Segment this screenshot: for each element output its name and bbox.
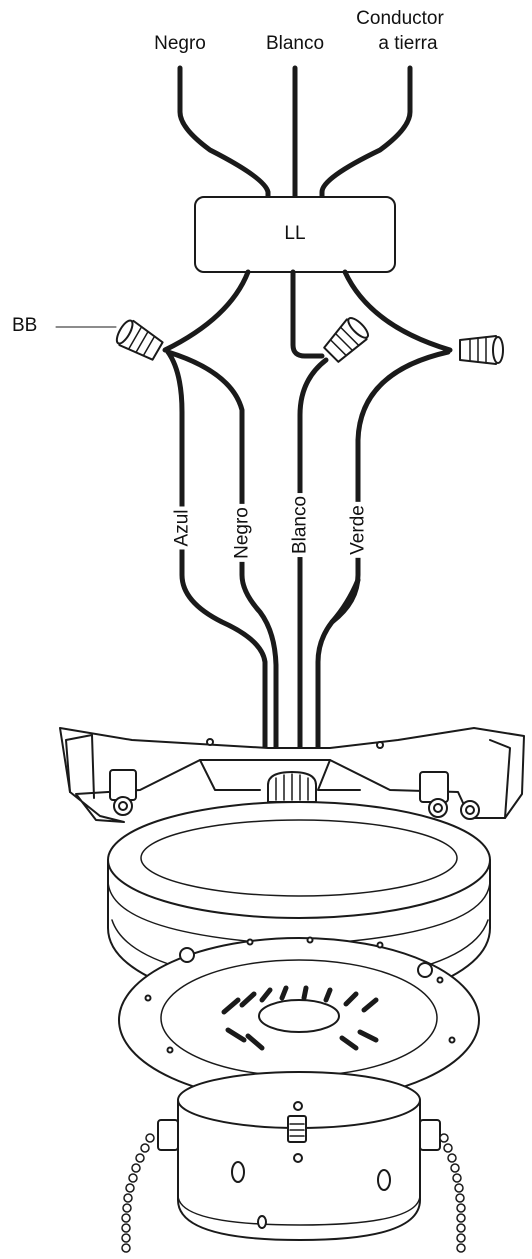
label-top-negro: Negro	[154, 33, 206, 54]
box-to-left-connector	[162, 269, 251, 353]
mounting-bracket	[59, 727, 525, 823]
fan-wire-blanco	[297, 357, 329, 751]
label-ll-box: LL	[284, 223, 306, 244]
label-wire-blanco: Blanco	[290, 492, 311, 558]
supply-wire-ground	[319, 65, 413, 203]
wire-nut-left	[115, 319, 164, 361]
fan-wire-azul	[165, 349, 268, 751]
fan-wire-negro	[165, 349, 279, 751]
fan-wire-extra	[329, 577, 361, 625]
wire-nut-center	[323, 317, 369, 363]
motor-plate	[118, 936, 480, 1103]
box-to-right-connector	[342, 269, 453, 353]
label-wire-verde: Verde	[348, 502, 369, 558]
supply-wire-black	[177, 65, 271, 203]
label-top-blanco: Blanco	[265, 33, 325, 54]
pull-chain-left	[121, 1133, 155, 1253]
fan-wire-verde	[315, 349, 451, 751]
pull-chain-right	[439, 1133, 466, 1253]
label-wire-negro: Negro	[232, 504, 253, 562]
label-bb-connector: BB	[12, 315, 38, 336]
label-top-ground-line1: Conductor	[356, 8, 444, 29]
label-wire-azul: Azul	[172, 506, 193, 550]
box-to-center-connector	[290, 269, 325, 359]
switch-housing	[157, 1071, 441, 1241]
wire-nut-right	[459, 335, 504, 365]
label-top-ground-line2: a tierra	[378, 33, 438, 54]
